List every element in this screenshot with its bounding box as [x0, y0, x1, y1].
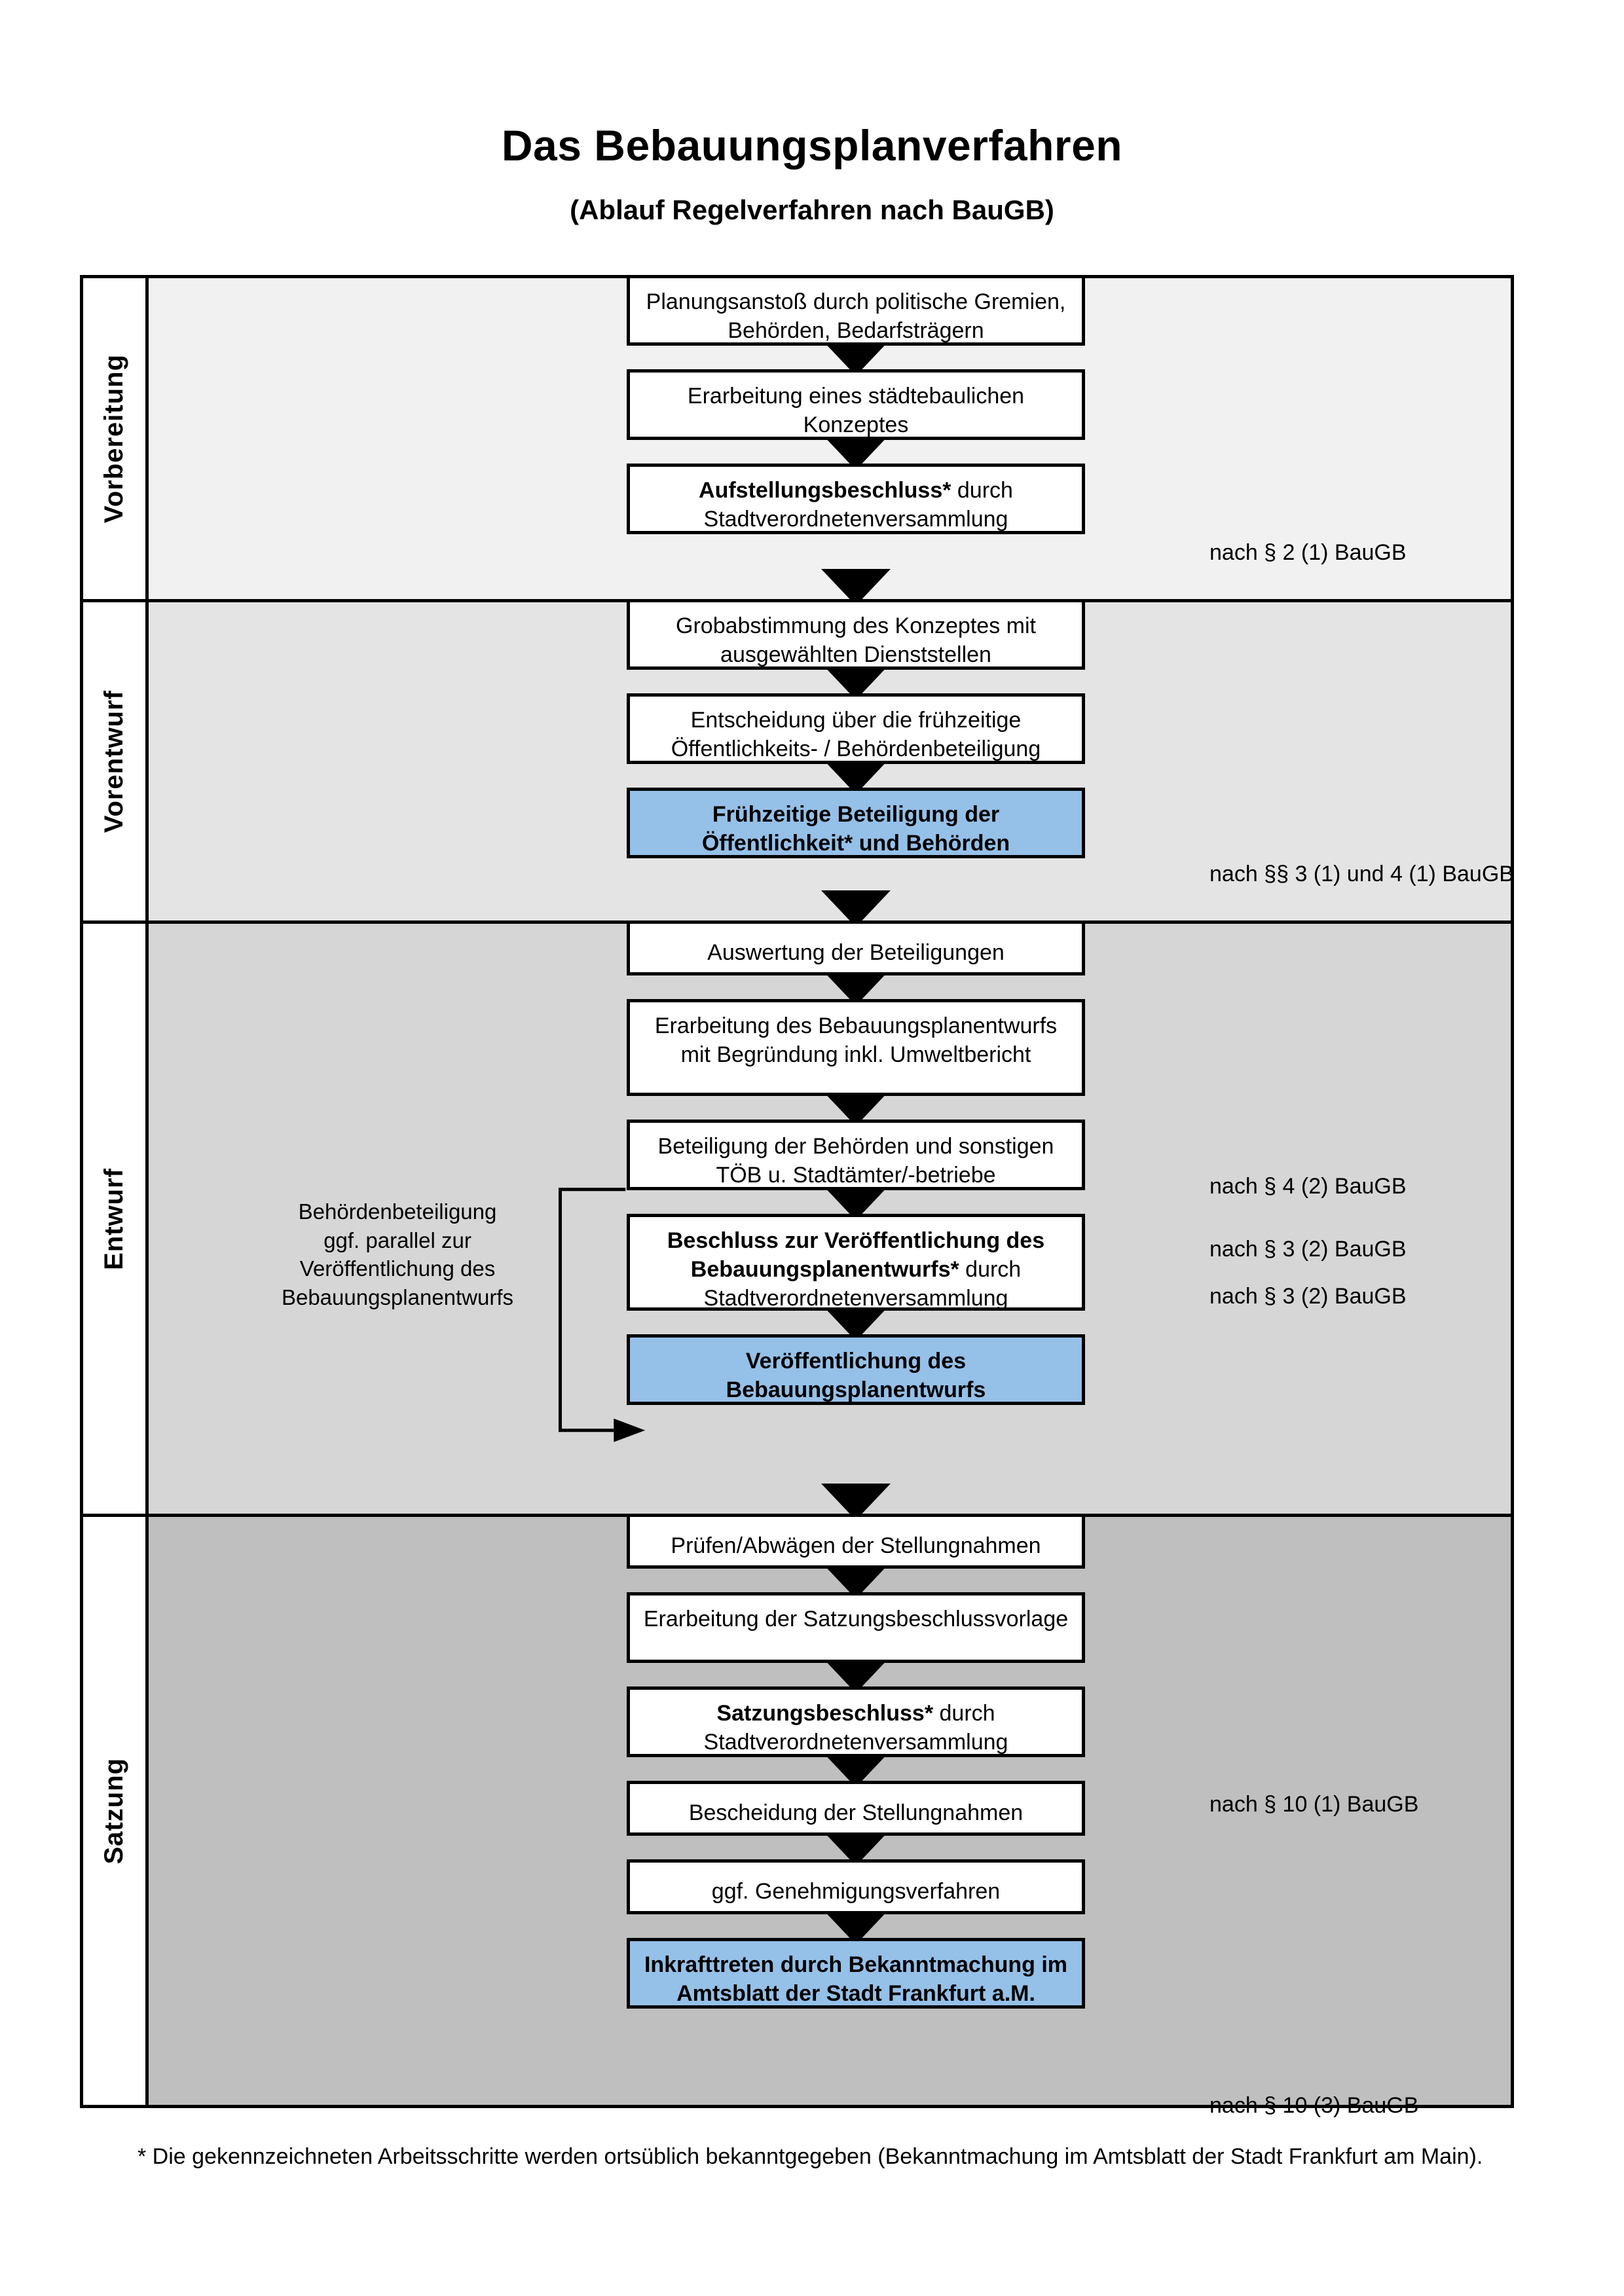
arrow-connector — [627, 897, 1085, 920]
page-title: Das Bebauungsplanverfahren — [501, 121, 1123, 170]
phase-row-satzung: Satzung Prüfen/Abwägen der Stellungnahme… — [83, 1514, 1511, 2118]
node-bescheidung-stellungnahmen[interactable]: Bescheidung der Stellungnahmen — [627, 1781, 1085, 1836]
title-block: Das Bebauungsplanverfahren (Ablauf Regel… — [0, 0, 1624, 226]
phase-row-vorentwurf: Vorentwurf Grobabstimmung des Konzeptes … — [83, 599, 1514, 924]
phase-label-text: Entwurf — [100, 1167, 128, 1270]
node-aufstellungsbeschluss[interactable]: Aufstellungsbeschluss* durch Stadtverord… — [627, 464, 1085, 534]
arrow-connector — [627, 1663, 1085, 1686]
node-genehmigungsverfahren[interactable]: ggf. Genehmigungsverfahren — [627, 1859, 1085, 1914]
flow-column-4: Prüfen/Abwägen der Stellungnahmen Erarbe… — [627, 1490, 1085, 2009]
node-entscheidung-fruehzeitige-beteiligung[interactable]: Entscheidung über die frühzeitige Öffent… — [627, 693, 1085, 764]
phase-label-text: Satzung — [100, 1757, 128, 1865]
law-note-par10-1: nach § 10 (1) BauGB — [1209, 1792, 1419, 1817]
phase-body-vorbereitung: Planungsanstoß durch politische Gremien,… — [149, 275, 1511, 599]
law-note-par10-3: nach § 10 (3) BauGB — [1209, 2093, 1419, 2118]
phase-row-vorbereitung: Vorbereitung Planungsanstoß durch politi… — [83, 275, 1511, 602]
node-erarbeitung-bebauungsplanentwurf[interactable]: Erarbeitung des Bebauungsplanentwurfs mi… — [627, 999, 1085, 1096]
phase-body-satzung: Prüfen/Abwägen der Stellungnahmen Erarbe… — [149, 1514, 1511, 2118]
arrow-connector — [627, 1190, 1085, 1214]
footnote: * Die gekennzeichneten Arbeitsschritte w… — [138, 2144, 1483, 2169]
law-note-par2-1: nach § 2 (1) BauGB — [1209, 540, 1407, 565]
arrow-connector — [627, 975, 1085, 999]
flow-column-3: Auswertung der Beteiligungen Erarbeitung… — [627, 897, 1085, 1405]
node-planungsanstoss[interactable]: Planungsanstoß durch politische Gremien,… — [627, 275, 1085, 346]
node-auswertung-beteiligungen[interactable]: Auswertung der Beteiligungen — [627, 920, 1085, 975]
node-bold-text: Satzungsbeschluss* — [716, 1701, 934, 1726]
phase-label-text: Vorbereitung — [100, 354, 128, 523]
node-rest-text: durch Stadtverordnetenversammlung — [703, 478, 1013, 532]
phase-label-vorentwurf: Vorentwurf — [83, 602, 149, 920]
flow-column-1: Planungsanstoß durch politische Gremien,… — [627, 275, 1085, 534]
page-subtitle: (Ablauf Regelverfahren nach BauGB) — [570, 194, 1054, 225]
law-note-par3-1-4-1: nach §§ 3 (1) und 4 (1) BauGB — [1209, 862, 1514, 886]
phase-label-text: Vorentwurf — [100, 689, 128, 833]
law-note-par3-2-b: nach § 3 (2) BauGB — [1209, 1284, 1407, 1309]
node-staedtebauliches-konzept[interactable]: Erarbeitung eines städtebaulichen Konzep… — [627, 369, 1085, 440]
node-grobabstimmung[interactable]: Grobabstimmung des Konzeptes mit ausgewä… — [627, 599, 1085, 670]
arrow-connector — [627, 1490, 1085, 1514]
arrow-connector — [627, 1311, 1085, 1334]
node-inkrafttreten[interactable]: Inkrafttreten durch Bekanntmachung im Am… — [627, 1938, 1085, 2009]
law-note-par3-2-a: nach § 3 (2) BauGB — [1209, 1237, 1407, 1262]
node-bold-text: Beschluss zur Veröffentlichung des Bebau… — [667, 1228, 1045, 1283]
node-rest-text: durch Bekanntmachung im Amtsblatt der St… — [676, 1952, 1068, 2007]
phase-label-entwurf: Entwurf — [83, 924, 149, 1514]
flowchart-frame: Vorbereitung Planungsanstoß durch politi… — [80, 275, 1514, 2118]
flow-column-2: Grobabstimmung des Konzeptes mit ausgewä… — [627, 575, 1085, 858]
node-veroeffentlichung-entwurf[interactable]: Veröffentlichung des Bebauungsplanentwur… — [627, 1334, 1085, 1405]
arrow-connector — [627, 575, 1085, 599]
node-fruehzeitige-beteiligung[interactable]: Frühzeitige Beteiligung der Öffentlichke… — [627, 788, 1085, 858]
phase-body-vorentwurf: Grobabstimmung des Konzeptes mit ausgewä… — [149, 599, 1514, 920]
node-rest-text: durch Stadtverordnetenversammlung — [703, 1701, 1008, 1755]
phase-label-vorbereitung: Vorbereitung — [83, 278, 149, 599]
arrow-connector — [627, 346, 1085, 369]
phase-row-entwurf: Entwurf Auswertung der Beteiligungen Era… — [83, 920, 1511, 1517]
arrow-connector — [627, 1836, 1085, 1859]
node-satzungsbeschluss[interactable]: Satzungsbeschluss* durch Stadtverordnete… — [627, 1686, 1085, 1757]
node-bold-text: Inkrafttreten — [644, 1952, 775, 1977]
phase-body-entwurf: Auswertung der Beteiligungen Erarbeitung… — [149, 920, 1511, 1514]
arrow-connector — [627, 1757, 1085, 1781]
node-pruefen-abwaegen[interactable]: Prüfen/Abwägen der Stellungnahmen — [627, 1514, 1085, 1569]
arrow-connector — [627, 1096, 1085, 1120]
node-bold-text: Aufstellungsbeschluss* — [699, 478, 951, 503]
phase-label-satzung: Satzung — [83, 1517, 149, 2105]
arrow-connector — [627, 1569, 1085, 1592]
node-beschluss-veroeffentlichung[interactable]: Beschluss zur Veröffentlichung des Bebau… — [627, 1214, 1085, 1311]
law-note-par4-2: nach § 4 (2) BauGB — [1209, 1174, 1407, 1199]
arrow-connector — [627, 764, 1085, 788]
arrow-connector — [627, 440, 1085, 464]
arrow-connector — [627, 670, 1085, 693]
node-satzungsbeschlussvorlage[interactable]: Erarbeitung der Satzungsbeschlussvorlage — [627, 1592, 1085, 1663]
side-note-behoerdenbeteiligung: Behördenbeteiligung ggf. parallel zur Ve… — [281, 1199, 514, 1309]
node-beteiligung-behoerden-toeb[interactable]: Beteiligung der Behörden und sonstigen T… — [627, 1120, 1085, 1190]
arrow-connector — [627, 1914, 1085, 1938]
node-rest-text: durch Stadtverordnetenversammlung — [703, 1257, 1022, 1311]
